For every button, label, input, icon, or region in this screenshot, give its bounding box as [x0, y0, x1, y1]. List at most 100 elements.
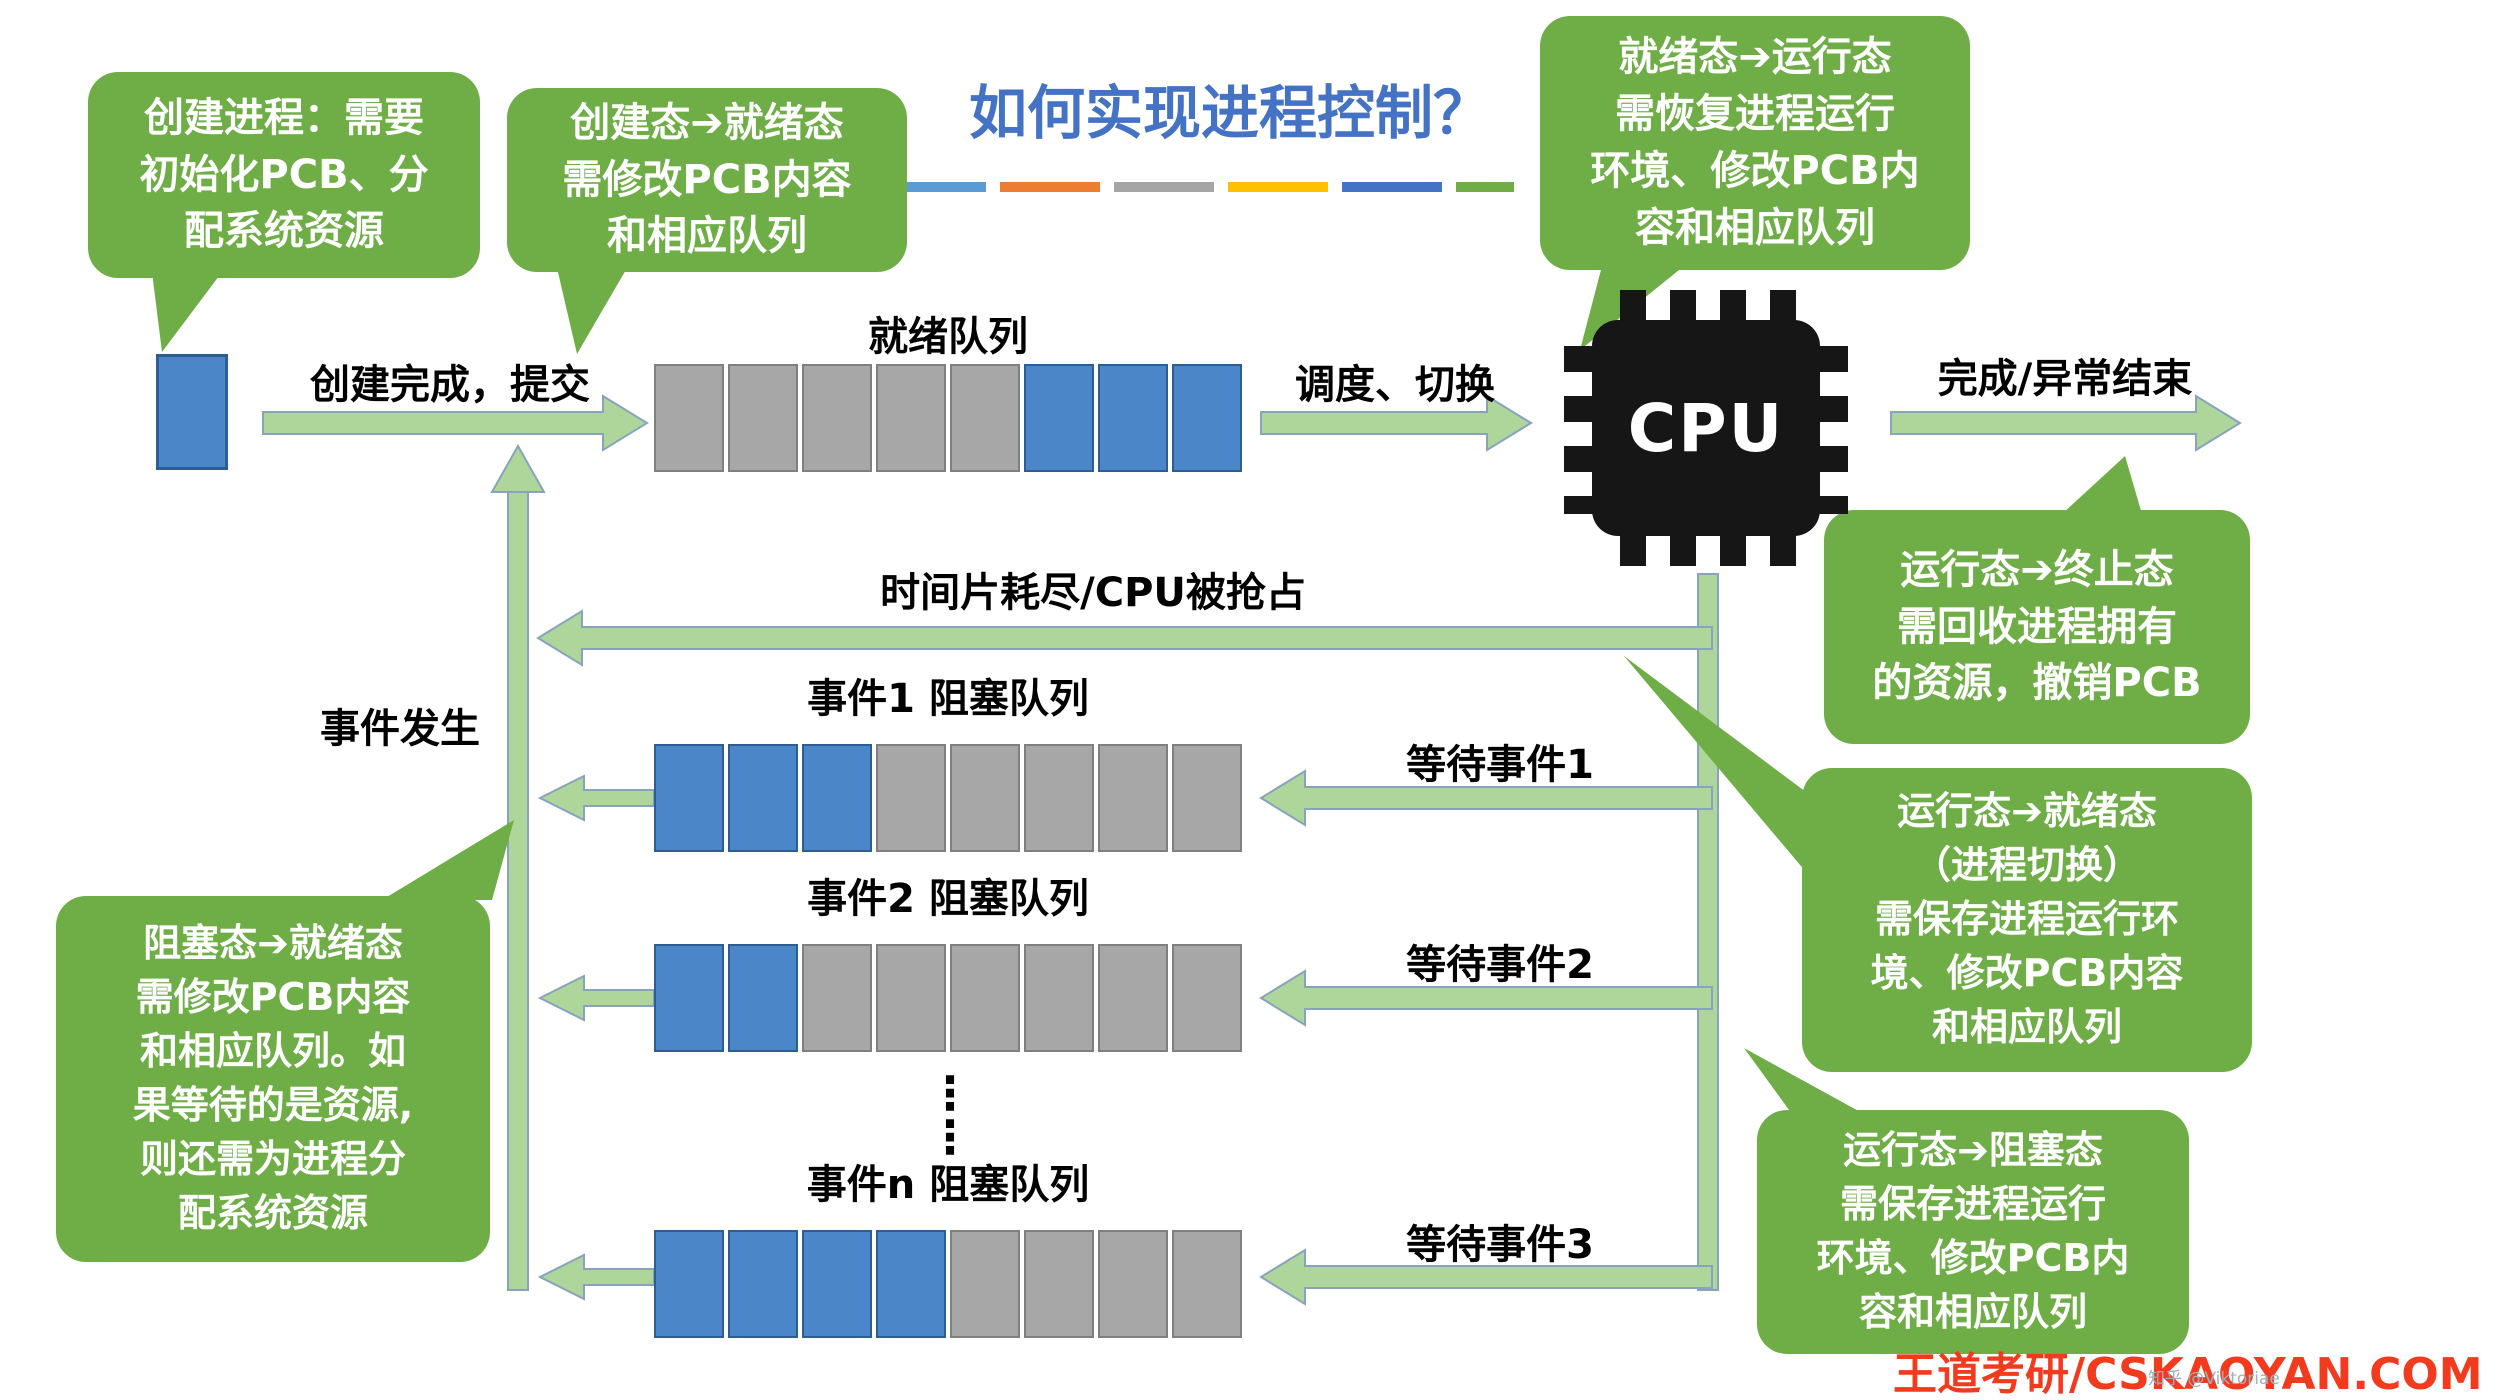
queue-block-gray — [654, 364, 724, 472]
queue-block-gray — [1024, 744, 1094, 852]
bubble-tail-run-ready — [1624, 656, 1806, 872]
cpu-pins-bottom — [1620, 534, 1796, 566]
cpu-pins-top — [1620, 290, 1796, 322]
queue-block-gray — [802, 364, 872, 472]
queue-block-gray — [1172, 744, 1242, 852]
dash-segment — [1114, 182, 1214, 192]
finish-label: 完成/异常结束 — [1937, 356, 2193, 402]
page-title: 如何实现进程控制？ — [968, 79, 1491, 147]
bubble-create-process-text: 创建进程：需要 初始化PCB、分 配系统资源 — [139, 94, 429, 255]
queue-ellipsis: ⋮ ⋮ — [927, 1066, 973, 1164]
bubble-create-to-ready-text: 创建态➔就绪态 需修改PCB内容 和相应队列 — [562, 99, 852, 260]
arrow-schedule — [1260, 394, 1533, 452]
ready-queue-label: 就绪队列 — [868, 314, 1028, 360]
cpu-pins-left — [1564, 346, 1594, 514]
queue-block-blue — [1172, 364, 1242, 472]
arrow-wait-event1 — [1259, 769, 1713, 827]
event1-blocked-queue — [654, 744, 1242, 852]
brand-text: 王道考研/CSKAOYAN.COM — [1893, 1349, 2483, 1400]
bubble-ready-to-run-text: 就绪态➔运行态 需恢复进程运行 环境、修改PCB内 容和相应队列 — [1590, 34, 1920, 251]
ready-queue — [654, 364, 1242, 472]
queue-block-gray — [876, 364, 946, 472]
create-submit-label: 创建完成，提交 — [310, 362, 590, 408]
bubble-create-process: 创建进程：需要 初始化PCB、分 配系统资源 — [88, 72, 480, 278]
dash-segment — [886, 182, 986, 192]
queue-block-blue — [654, 744, 724, 852]
queue-block-gray — [1172, 1230, 1242, 1338]
bubble-ready-to-run: 就绪态➔运行态 需恢复进程运行 环境、修改PCB内 容和相应队列 — [1540, 16, 1970, 270]
queue-block-gray — [802, 944, 872, 1052]
schedule-switch-label: 调度、切换 — [1295, 362, 1495, 408]
bubble-tail-create — [152, 272, 222, 352]
cpu-pins-right — [1818, 346, 1848, 514]
queue-block-blue — [802, 744, 872, 852]
queue-block-blue — [802, 1230, 872, 1338]
dash-segment — [1456, 182, 1514, 192]
event2-blocked-queue — [654, 944, 1242, 1052]
watermark-text: 知乎 @Viktoriae — [2148, 1369, 2280, 1389]
bubble-tail-block-ready — [382, 820, 514, 900]
queue-block-gray — [876, 744, 946, 852]
eventn-blocked-queue — [654, 1230, 1242, 1338]
bubble-run-to-ready-text: 运行态➔就绪态 （进程切换） 需保存进程运行环 境、修改PCB内容 和相应队列 — [1870, 789, 2184, 1049]
arrow-finish — [1890, 394, 2242, 452]
queue-block-blue — [728, 1230, 798, 1338]
wait-event3-label: 等待事件3 — [1406, 1222, 1594, 1268]
queue-block-blue — [1098, 364, 1168, 472]
bubble-tail-run-block — [1744, 1048, 1864, 1114]
queue-block-gray — [950, 364, 1020, 472]
queue-block-gray — [876, 944, 946, 1052]
queue-block-gray — [1024, 944, 1094, 1052]
timeslice-label: 时间片耗尽/CPU被抢占 — [880, 570, 1306, 616]
dash-segment — [1000, 182, 1100, 192]
queue-block-gray — [1098, 944, 1168, 1052]
trunk-cpu-down — [1697, 573, 1719, 1291]
queue-block-gray — [1098, 744, 1168, 852]
queue-block-blue — [876, 1230, 946, 1338]
queue-block-gray — [1098, 1230, 1168, 1338]
event1-queue-label: 事件1 阻塞队列 — [807, 676, 1089, 722]
cpu-body: CPU — [1592, 320, 1820, 536]
bubble-run-to-blocked-text: 运行态➔阻塞态 需保存进程运行 环境、修改PCB内 容和相应队列 — [1816, 1128, 2130, 1334]
bubble-run-to-ready: 运行态➔就绪态 （进程切换） 需保存进程运行环 境、修改PCB内容 和相应队列 — [1802, 768, 2252, 1072]
queue-block-blue — [654, 1230, 724, 1338]
bubble-run-to-terminate: 运行态➔终止态 需回收进程拥有 的资源，撤销PCB — [1824, 510, 2250, 744]
bubble-run-to-terminate-text: 运行态➔终止态 需回收进程拥有 的资源，撤销PCB — [1872, 546, 2202, 707]
connector-event3 — [537, 1253, 655, 1301]
queue-block-blue — [728, 944, 798, 1052]
bubble-tail-run-term — [2062, 456, 2142, 514]
bubble-run-to-blocked: 运行态➔阻塞态 需保存进程运行 环境、修改PCB内 容和相应队列 — [1757, 1110, 2189, 1354]
bubble-tail-create-ready — [557, 268, 627, 354]
bubble-blocked-to-ready-text: 阻塞态➔就绪态 需修改PCB内容 和相应队列。如 果等待的是资源, 则还需为进程… — [132, 921, 414, 1235]
queue-block-gray — [728, 364, 798, 472]
queue-block-gray — [1024, 1230, 1094, 1338]
queue-block-blue — [654, 944, 724, 1052]
bubble-blocked-to-ready: 阻塞态➔就绪态 需修改PCB内容 和相应队列。如 果等待的是资源, 则还需为进程… — [56, 896, 490, 1262]
event2-queue-label: 事件2 阻塞队列 — [807, 876, 1089, 922]
trunk-event-up-head — [490, 443, 546, 493]
queue-block-gray — [950, 1230, 1020, 1338]
arrow-wait-event2 — [1259, 969, 1713, 1027]
arrow-timeslice — [536, 609, 1713, 667]
eventn-queue-label: 事件n 阻塞队列 — [806, 1162, 1090, 1208]
new-process-block — [156, 354, 228, 470]
trunk-event-up — [507, 489, 529, 1291]
queue-block-gray — [1172, 944, 1242, 1052]
connector-event2 — [537, 974, 655, 1022]
queue-block-gray — [950, 744, 1020, 852]
wait-event2-label: 等待事件2 — [1406, 942, 1594, 988]
connector-event1 — [537, 774, 655, 822]
arrow-create-submit — [262, 394, 649, 452]
event-occur-label: 事件发生 — [320, 706, 480, 752]
queue-block-blue — [728, 744, 798, 852]
dash-segment — [1228, 182, 1328, 192]
arrow-wait-event3 — [1259, 1248, 1713, 1306]
title-underline — [886, 182, 1514, 192]
cpu-chip: CPU — [1556, 280, 1856, 576]
bubble-create-to-ready: 创建态➔就绪态 需修改PCB内容 和相应队列 — [507, 88, 907, 272]
queue-block-gray — [950, 944, 1020, 1052]
wait-event1-label: 等待事件1 — [1406, 742, 1594, 788]
dash-segment — [1342, 182, 1442, 192]
